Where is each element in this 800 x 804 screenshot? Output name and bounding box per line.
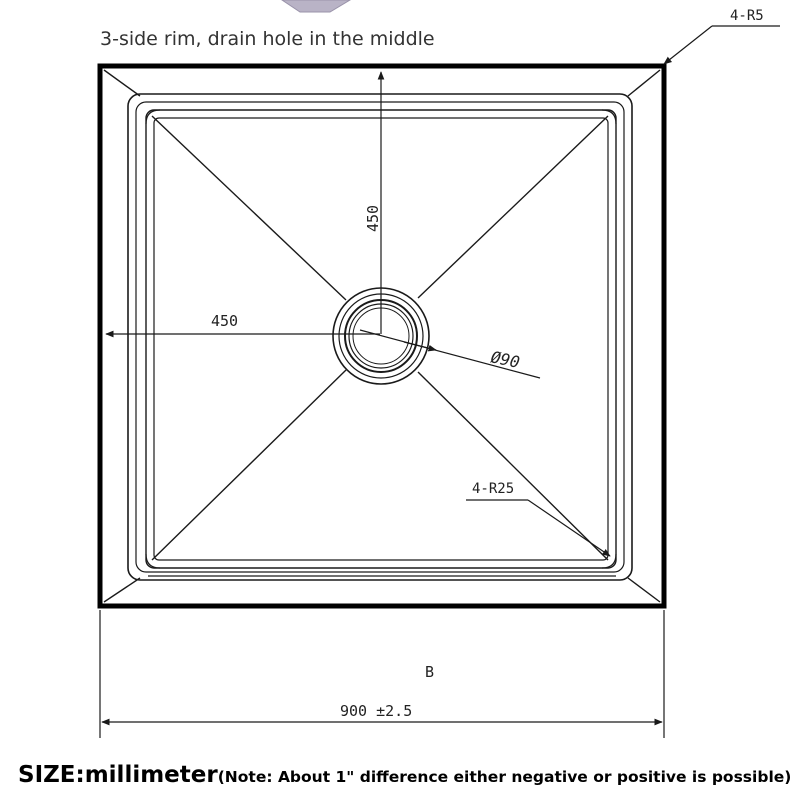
- label-overall-width: 900 ±2.5: [340, 702, 412, 720]
- label-width-letter: B: [425, 663, 434, 681]
- size-footer: SIZE:millimeter(Note: About 1" differenc…: [18, 762, 791, 788]
- label-drain-diameter: Ø90: [489, 347, 521, 372]
- rim-bevel: [103, 69, 661, 603]
- dim-inner-radius: [466, 499, 611, 557]
- dim-outer-radius: [663, 25, 780, 65]
- corner-fillets: [145, 109, 617, 569]
- slope-diagonals: [151, 115, 609, 561]
- label-inner-radius: 4-R25: [472, 481, 514, 497]
- size-tolerance-note: (Note: About 1" difference either negati…: [217, 768, 792, 786]
- label-horizontal-450: 450: [211, 312, 238, 330]
- size-unit-label: SIZE:millimeter: [18, 762, 218, 788]
- drawing-caption: 3-side rim, drain hole in the middle: [100, 28, 435, 50]
- sink-outer-frame: [97, 63, 667, 609]
- dim-overall-width: [99, 610, 665, 738]
- product-view-fragment: [281, 0, 351, 13]
- rim-middle: [135, 101, 625, 573]
- label-vertical-450: 450: [364, 205, 382, 232]
- label-outer-radius: 4-R5: [730, 8, 764, 24]
- rim-outer: [127, 93, 633, 581]
- dim-drain-diameter: [359, 329, 541, 379]
